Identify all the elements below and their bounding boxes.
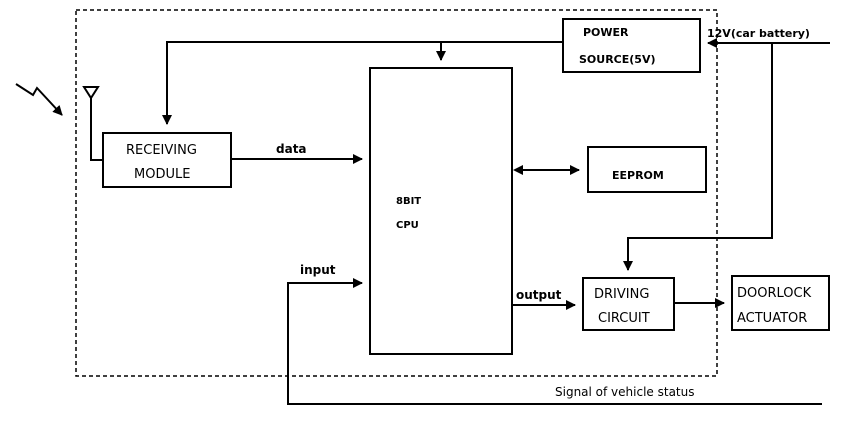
wireless-signal-icon (16, 84, 62, 115)
battery-label: 12V(car battery) (707, 27, 810, 40)
receiving-module-label-2: MODULE (134, 167, 190, 182)
doorlock-actuator-label-2: ACTUATOR (737, 311, 807, 326)
antenna-icon (84, 87, 98, 98)
vehicle-status-label: Signal of vehicle status (555, 385, 694, 399)
cpu-block (370, 68, 512, 354)
receiving-module-label-1: RECEIVING (126, 143, 197, 158)
input-label: input (300, 263, 336, 277)
eeprom-label: EEPROM (612, 169, 664, 182)
driving-circuit-label-2: CIRCUIT (598, 311, 650, 326)
power-source-label-1: POWER (583, 26, 629, 39)
doorlock-actuator-label-1: DOORLOCK (737, 286, 812, 301)
antenna-wire (91, 96, 103, 160)
driving-circuit-label-1: DRIVING (594, 287, 649, 302)
cpu-label-1: 8BIT (396, 196, 421, 207)
data-label: data (276, 142, 307, 156)
cpu-label-2: CPU (396, 220, 419, 231)
output-label: output (516, 288, 562, 302)
power-source-label-2: SOURCE(5V) (579, 53, 655, 66)
